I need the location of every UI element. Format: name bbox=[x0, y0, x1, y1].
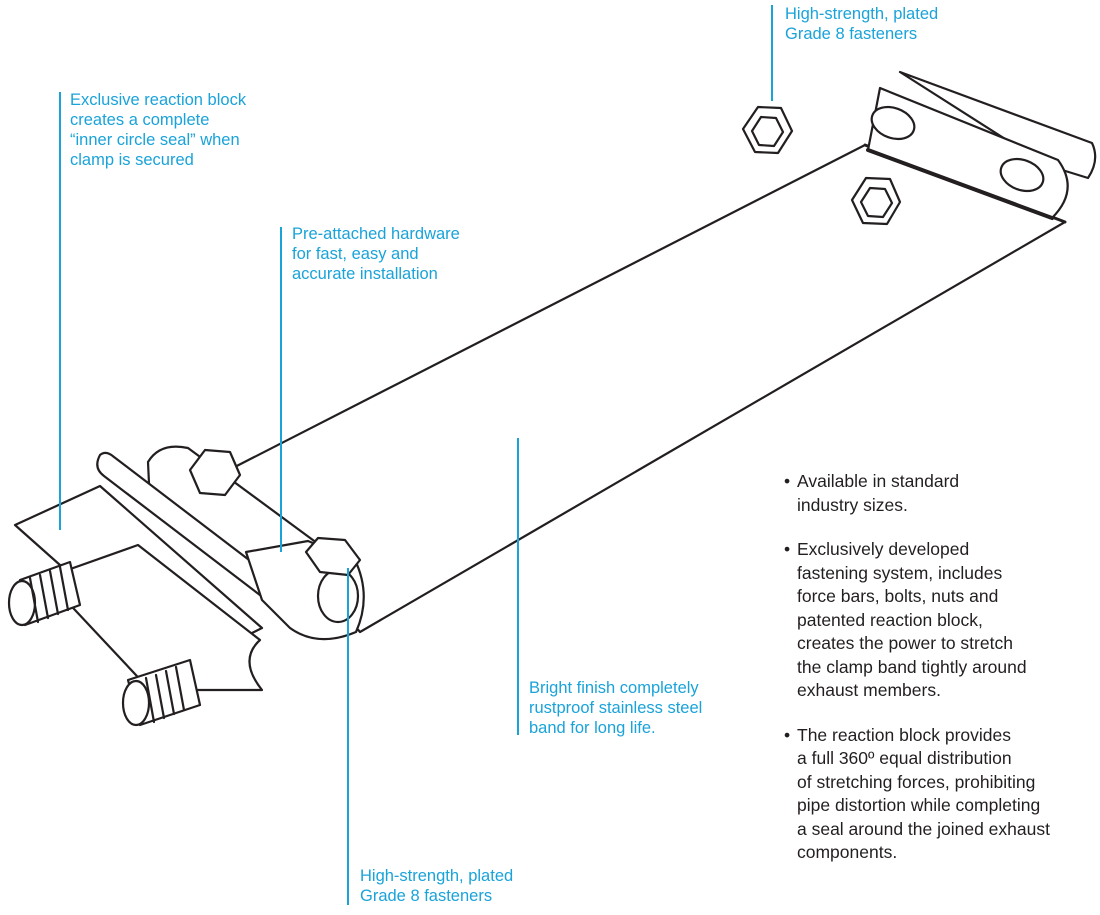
callout-line: Exclusive reaction block bbox=[70, 91, 247, 109]
leader-fasteners-bottom bbox=[347, 568, 349, 905]
leader-fasteners-top bbox=[771, 5, 773, 101]
feature-line: components. bbox=[797, 842, 898, 862]
callout-band: Bright finish completely rustproof stain… bbox=[529, 678, 702, 738]
feature-bullet: Exclusively developed fastening system, … bbox=[784, 538, 1100, 703]
feature-line: fastening system, includes bbox=[797, 562, 1003, 583]
feature-line: pipe distortion while completing bbox=[797, 795, 1041, 815]
leader-reaction-block bbox=[59, 92, 61, 530]
callout-line: Grade 8 fasteners bbox=[360, 887, 493, 905]
callout-line: Grade 8 fasteners bbox=[785, 25, 918, 43]
feature-list: Available in standard industry sizes. Ex… bbox=[784, 470, 1100, 886]
feature-line: exhaust members. bbox=[797, 680, 941, 700]
leader-band bbox=[517, 438, 519, 735]
callout-line: High-strength, plated bbox=[785, 5, 939, 23]
feature-line: creates the power to stretch bbox=[797, 633, 1013, 653]
callout-line: “inner circle seal” when bbox=[70, 131, 240, 149]
leader-hardware bbox=[280, 227, 282, 552]
feature-line: force bars, bolts, nuts and bbox=[797, 586, 999, 606]
feature-line: patented reaction block, bbox=[797, 609, 983, 630]
feature-line: a full 360º equal distribution bbox=[797, 748, 1012, 768]
feature-line: industry sizes. bbox=[797, 494, 908, 515]
hex-nut-icon bbox=[741, 105, 902, 226]
callout-line: for fast, easy and bbox=[292, 245, 419, 263]
callout-line: Pre-attached hardware bbox=[292, 225, 460, 243]
feature-bullet: The reaction block provides a full 360º … bbox=[784, 724, 1100, 865]
feature-line: The reaction block provides bbox=[797, 724, 1011, 745]
feature-line: Available in standard bbox=[797, 471, 960, 491]
reaction-block-icon bbox=[7, 445, 365, 727]
callout-hardware: Pre-attached hardware for fast, easy and… bbox=[292, 224, 460, 284]
callout-reaction-block: Exclusive reaction block creates a compl… bbox=[70, 90, 246, 170]
callout-fasteners-top: High-strength, plated Grade 8 fasteners bbox=[785, 4, 938, 44]
callout-fasteners-bottom: High-strength, plated Grade 8 fasteners bbox=[360, 866, 513, 906]
callout-line: accurate installation bbox=[292, 265, 438, 283]
callout-line: Bright finish completely bbox=[529, 679, 699, 697]
feature-line: the clamp band tightly around bbox=[797, 656, 1027, 677]
callout-line: rustproof stainless steel bbox=[529, 699, 703, 717]
callout-line: High-strength, plated bbox=[360, 867, 514, 885]
threaded-bolt-icon bbox=[7, 560, 202, 727]
feature-line: Exclusively developed bbox=[797, 539, 970, 559]
feature-line: a seal around the joined exhaust bbox=[797, 818, 1050, 839]
feature-line: of stretching forces, prohibiting bbox=[797, 771, 1036, 792]
callout-line: band for long life. bbox=[529, 719, 656, 737]
callout-line: creates a complete bbox=[70, 111, 210, 129]
callout-line: clamp is secured bbox=[70, 151, 194, 169]
feature-bullet: Available in standard industry sizes. bbox=[784, 470, 1100, 517]
force-bar-icon bbox=[866, 70, 1097, 220]
